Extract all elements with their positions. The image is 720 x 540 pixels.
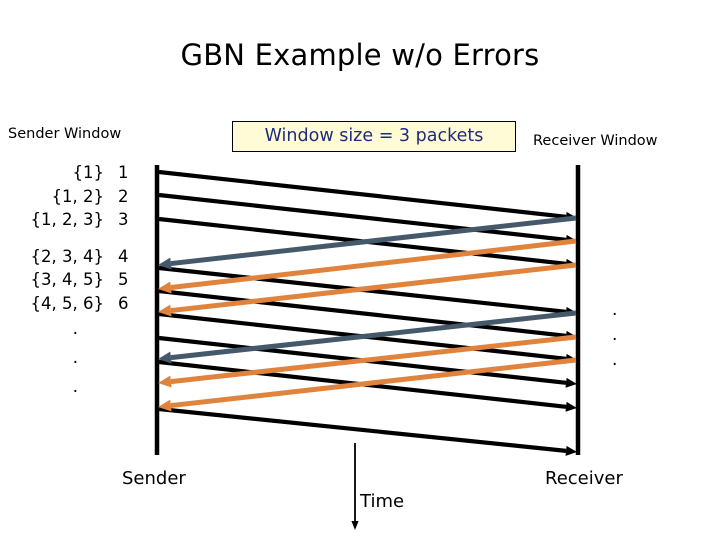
packet-number: 4 — [118, 246, 129, 266]
ack-arrow-shaft — [170, 310, 577, 361]
data-packet-arrow-head — [565, 445, 577, 456]
data-packet-arrow-head — [565, 377, 577, 388]
sender-axis-label: Sender — [122, 468, 186, 489]
sender-window-set: {2, 3, 4} — [30, 246, 104, 266]
sender-window-set: {1} — [72, 163, 105, 182]
sender-window-header: Sender Window — [8, 126, 122, 142]
receiver-window-ellipsis-dot: . — [612, 350, 618, 370]
sender-window-set: {4, 5, 6} — [30, 293, 104, 313]
packet-number: 1 — [118, 163, 129, 182]
ack-arrow-head — [158, 375, 172, 388]
ack-arrow-shaft — [170, 215, 577, 267]
ack-arrow-head — [158, 281, 172, 294]
packet-number: 5 — [118, 270, 129, 289]
receiver-window-header: Receiver Window — [533, 133, 658, 149]
sender-window-ellipsis-dot: . — [72, 319, 78, 339]
receiver-axis-label: Receiver — [545, 468, 623, 489]
ack-arrow-head — [158, 257, 172, 270]
data-packet-arrow-shaft — [158, 169, 567, 219]
ack-arrow-shaft — [170, 262, 577, 314]
receiver-window-ellipsis-dot: . — [612, 300, 618, 320]
data-packet-arrow-shaft — [158, 192, 567, 242]
sender-window-set: {1, 2, 3} — [30, 210, 104, 229]
receiver-window-ellipsis: . . . — [612, 298, 617, 373]
sender-window-set: {1, 2} — [51, 186, 104, 206]
data-packet-arrow-head — [565, 401, 577, 412]
time-axis-arrow-head — [351, 521, 359, 530]
ack-arrow-shaft — [170, 334, 577, 385]
receiver-window-ellipsis-dot: . — [612, 325, 618, 345]
packet-arrow-layer — [158, 169, 577, 456]
sender-window-ellipsis-dot: . — [72, 377, 78, 397]
time-axis-layer — [351, 443, 359, 530]
ack-arrow-shaft — [170, 357, 577, 409]
ack-arrow-head — [158, 351, 172, 364]
packet-number-column: 1 2 3 4 5 6 — [118, 161, 140, 315]
ack-arrow-shaft — [170, 238, 577, 291]
sender-window-ellipsis-dot: . — [72, 348, 78, 368]
timeline-group — [154, 165, 581, 455]
sender-window-set-column: {1} {1, 2} {1, 2, 3} {2, 3, 4} {3, 4, 5}… — [0, 161, 104, 402]
window-size-callout-text: Window size = 3 packets — [264, 125, 484, 146]
time-axis-label: Time — [360, 491, 405, 512]
ack-arrow-head — [158, 304, 172, 317]
packet-number: 6 — [118, 293, 129, 313]
window-size-callout: Window size = 3 packets — [232, 121, 516, 152]
data-packet-arrow-shaft — [158, 406, 567, 453]
ack-arrow-head — [158, 399, 172, 412]
sender-window-set: {3, 4, 5} — [30, 270, 104, 289]
page-title: GBN Example w/o Errors — [180, 38, 540, 72]
packet-number: 3 — [118, 210, 129, 229]
packet-number: 2 — [118, 186, 129, 206]
data-packet-arrow-shaft — [158, 288, 567, 338]
